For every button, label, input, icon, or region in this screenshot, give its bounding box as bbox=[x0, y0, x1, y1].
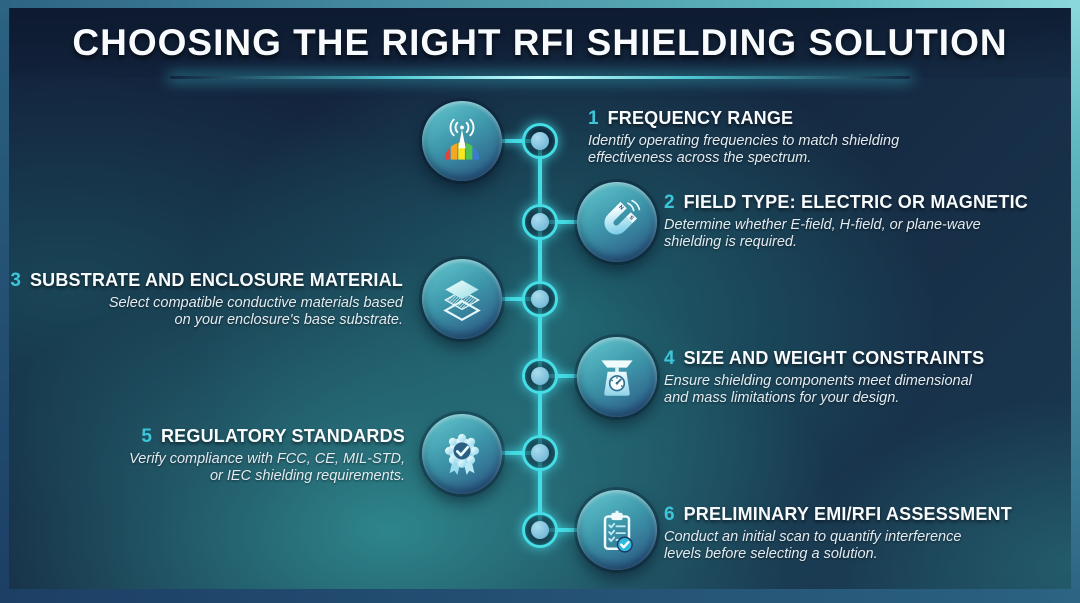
clipboard-check-icon bbox=[603, 510, 633, 553]
step-2-text: 2 FIELD TYPE: ELECTRIC OR MAGNETIC Deter… bbox=[664, 192, 1028, 252]
step-1-badge bbox=[422, 101, 502, 181]
step-1-number: 1 bbox=[588, 108, 599, 129]
step-3-number: 3 bbox=[10, 270, 21, 291]
step-2-description: Determine whether E-field, H-field, or p… bbox=[664, 217, 981, 251]
node-dot bbox=[531, 444, 549, 462]
step-6-text: 6 PRELIMINARY EMI/RFI ASSESSMENT Conduct… bbox=[664, 504, 1012, 564]
timeline-node-4 bbox=[522, 358, 558, 394]
step-6-title: PRELIMINARY EMI/RFI ASSESSMENT bbox=[683, 504, 1012, 524]
step-6-number: 6 bbox=[664, 504, 675, 525]
step-3-badge bbox=[422, 259, 502, 339]
step-4-title: SIZE AND WEIGHT CONSTRAINTS bbox=[683, 348, 985, 368]
step-3-description: Select compatible conductive materials b… bbox=[108, 295, 403, 329]
step-2-title: FIELD TYPE: ELECTRIC OR MAGNETIC bbox=[683, 192, 1028, 212]
step-5-heading: 5 REGULATORY STANDARDS bbox=[141, 426, 405, 448]
step-1-title: FREQUENCY RANGE bbox=[607, 108, 794, 128]
step-4-badge bbox=[577, 337, 657, 417]
title-glow-divider bbox=[170, 76, 910, 79]
step-1-heading: 1 FREQUENCY RANGE bbox=[588, 108, 928, 130]
step-4-text: 4 SIZE AND WEIGHT CONSTRAINTS Ensure shi… bbox=[664, 348, 984, 408]
step-6-badge bbox=[577, 490, 657, 570]
timeline-node-2 bbox=[522, 204, 558, 240]
certificate-badge-icon bbox=[445, 433, 479, 475]
node-dot bbox=[531, 290, 549, 308]
step-3-title: SUBSTRATE AND ENCLOSURE MATERIAL bbox=[29, 270, 403, 290]
node-dot bbox=[531, 213, 549, 231]
timeline-node-5 bbox=[522, 435, 558, 471]
step-2-heading: 2 FIELD TYPE: ELECTRIC OR MAGNETIC bbox=[664, 192, 1028, 214]
step-3-heading: 3 SUBSTRATE AND ENCLOSURE MATERIAL bbox=[10, 270, 403, 292]
step-5-number: 5 bbox=[141, 426, 152, 447]
node-dot bbox=[531, 367, 549, 385]
node-dot bbox=[531, 521, 549, 539]
step-5-title: REGULATORY STANDARDS bbox=[160, 426, 405, 446]
page-title: CHOOSING THE RIGHT RFI SHIELDING SOLUTIO… bbox=[72, 22, 1008, 63]
timeline-line bbox=[538, 141, 542, 530]
step-6-heading: 6 PRELIMINARY EMI/RFI ASSESSMENT bbox=[664, 504, 1012, 526]
step-5-description: Verify compliance with FCC, CE, MIL-STD,… bbox=[129, 451, 405, 485]
step-3-text: 3 SUBSTRATE AND ENCLOSURE MATERIAL Selec… bbox=[10, 270, 403, 330]
scale-icon bbox=[601, 360, 633, 396]
step-1-text: 1 FREQUENCY RANGE Identify operating fre… bbox=[588, 108, 928, 168]
step-5-text: 5 REGULATORY STANDARDS Verify compliance… bbox=[125, 426, 405, 486]
timeline-node-1 bbox=[522, 123, 558, 159]
magnet-icon: N S bbox=[604, 199, 641, 235]
step-5-badge bbox=[422, 414, 502, 494]
node-dot bbox=[531, 132, 549, 150]
step-2-number: 2 bbox=[664, 192, 675, 213]
step-4-heading: 4 SIZE AND WEIGHT CONSTRAINTS bbox=[664, 348, 984, 370]
step-1-description: Identify operating frequencies to match … bbox=[588, 133, 900, 167]
step-4-description: Ensure shielding components meet dimensi… bbox=[664, 373, 972, 407]
timeline-node-6 bbox=[522, 512, 558, 548]
step-6-description: Conduct an initial scan to quantify inte… bbox=[664, 529, 962, 563]
antenna-spectrum-icon bbox=[444, 118, 480, 160]
step-4-number: 4 bbox=[664, 348, 675, 369]
timeline-node-3 bbox=[522, 281, 558, 317]
step-2-badge: N S bbox=[577, 182, 657, 262]
layers-icon bbox=[443, 280, 481, 322]
title-banner: CHOOSING THE RIGHT RFI SHIELDING SOLUTIO… bbox=[10, 8, 1070, 78]
